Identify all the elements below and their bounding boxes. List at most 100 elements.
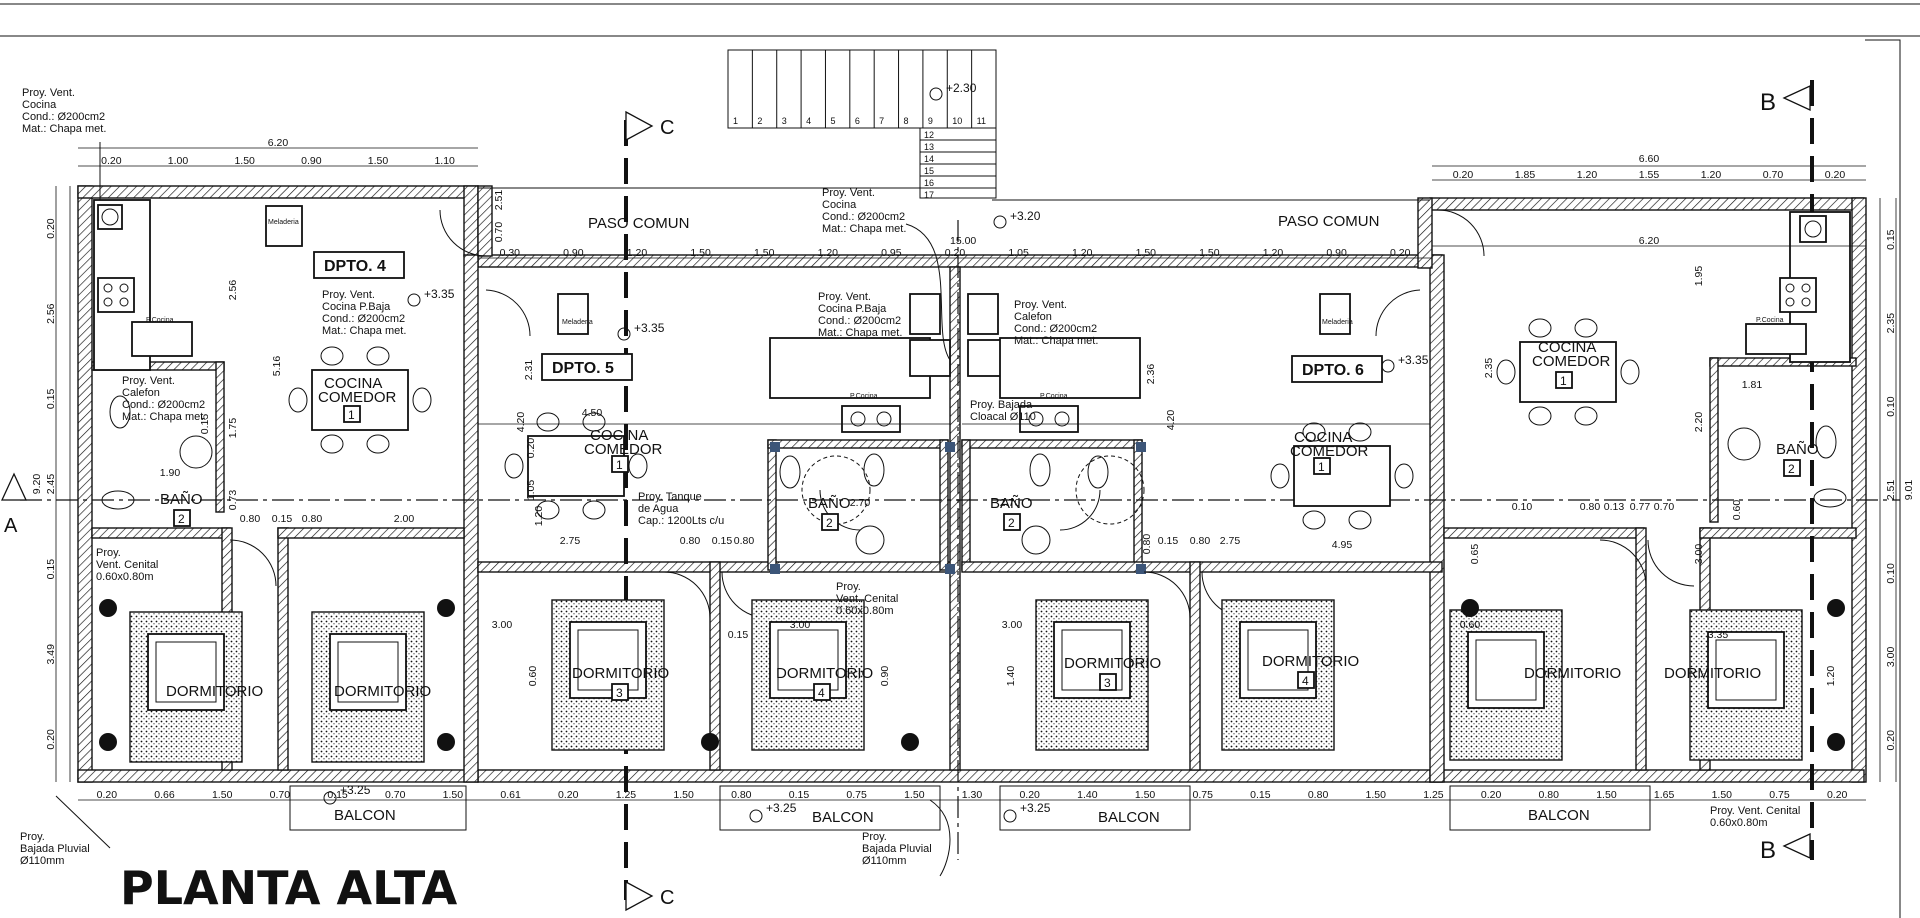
svg-text:+3.25: +3.25 — [1020, 801, 1051, 815]
beds — [99, 599, 1845, 763]
section-axes — [20, 80, 1900, 900]
svg-text:+3.25: +3.25 — [340, 783, 371, 797]
dimension-value: 1.20 — [1825, 666, 1837, 687]
chair-icon — [1528, 318, 1552, 338]
bed-cover-inner — [337, 641, 399, 703]
dimension-value: 0.80 — [1190, 535, 1211, 547]
svg-text:B: B — [1760, 89, 1776, 116]
svg-text:Meladeria: Meladeria — [562, 319, 593, 326]
dormitorio-label: DORMITORIO — [572, 665, 669, 682]
sheet-border — [0, 3, 1920, 918]
dimension-value: 0.70 — [385, 789, 406, 801]
dimension-value: 1.20 — [1577, 169, 1598, 181]
paso-comun-label: PASO COMUN — [1278, 213, 1379, 230]
lamp-icon — [99, 733, 117, 751]
svg-text:2: 2 — [1788, 462, 1795, 476]
dimension-value: 0.75 — [1192, 789, 1213, 801]
bed-cover-inner — [577, 629, 639, 691]
svg-text:4: 4 — [818, 686, 825, 700]
dimension-value: 0.70 — [270, 789, 291, 801]
dimension-value: 0.13 — [1604, 501, 1625, 513]
dimension-value: 3.00 — [1002, 619, 1023, 631]
dimension-value: 1.20 — [1701, 169, 1722, 181]
stair-step-number: 13 — [924, 142, 934, 152]
lamp-icon — [1827, 599, 1845, 617]
comedor-label: COMEDOR — [318, 389, 397, 406]
cocina-label: COCINA — [324, 375, 382, 392]
dimension-value: 0.15 — [45, 559, 57, 580]
dimension-value: 1.50 — [673, 789, 694, 801]
stair-step-number: 14 — [924, 154, 934, 164]
svg-text:4: 4 — [1302, 674, 1309, 688]
dimension-value: 1.50 — [1135, 789, 1156, 801]
dimension-value: 1.10 — [434, 155, 455, 167]
dimension-value: 0.73 — [227, 490, 239, 511]
dimension-value: 0.80 — [1539, 789, 1560, 801]
dimension-value: 1.65 — [1654, 789, 1675, 801]
bano-label: BAÑO — [1776, 441, 1819, 458]
dimension-value: 4.95 — [1332, 539, 1353, 551]
balcon-label: BALCON — [1098, 809, 1160, 826]
dimension-value: 2.70 — [1000, 497, 1021, 509]
dimension-value: 3.49 — [45, 644, 57, 665]
dimension-value: 0.75 — [846, 789, 867, 801]
svg-text:+3.25: +3.25 — [766, 801, 797, 815]
dimension-value: 1.20 — [1072, 247, 1093, 259]
dimension-value: 2.31 — [523, 360, 535, 381]
svg-text:Meladeria: Meladeria — [268, 219, 299, 226]
stair-step-number: 16 — [924, 178, 934, 188]
section-mark-b-bottom: B — [1760, 832, 1811, 864]
svg-text:P.Cocina: P.Cocina — [146, 317, 174, 324]
stair-step-number: 9 — [928, 116, 933, 126]
chair-icon — [366, 434, 390, 454]
bed-cover — [147, 633, 225, 711]
chair-icon — [582, 500, 606, 520]
chair-icon — [320, 346, 344, 366]
chair-icon — [1496, 359, 1516, 385]
svg-text:2: 2 — [1008, 516, 1015, 530]
stair-step-number: 1 — [733, 116, 738, 126]
room-labels: PASO COMUN PASO COMUN COCINA COMEDOR COC… — [146, 213, 1819, 826]
chair-icon — [1270, 463, 1290, 489]
dimension-value: 1.20 — [533, 506, 545, 527]
dimension-value: 0.10 — [1512, 501, 1533, 513]
dimension-value: 0.15 — [272, 513, 293, 525]
dimension-value: 0.60 — [1731, 500, 1743, 521]
svg-text:2: 2 — [178, 512, 185, 526]
dimension-value: 1.50 — [1712, 789, 1733, 801]
chair-icon — [1574, 318, 1598, 338]
section-mark-b-top: B — [1760, 84, 1811, 116]
dimension-value: 0.15 — [199, 414, 211, 435]
svg-text:2: 2 — [826, 516, 833, 530]
stair-step-number: 6 — [855, 116, 860, 126]
dimension-value: 2.75 — [560, 535, 581, 547]
balcon-label: BALCON — [334, 807, 396, 824]
dimension-value: 0.80 — [1308, 789, 1329, 801]
dimension-value: 0.80 — [1141, 534, 1153, 555]
stair-step-number: 2 — [757, 116, 762, 126]
bano-label: BAÑO — [160, 491, 203, 508]
lamp-icon — [901, 733, 919, 751]
dormitorio-label: DORMITORIO — [334, 683, 431, 700]
stair-step-number: 17 — [924, 190, 934, 200]
section-mark-a: A — [0, 472, 28, 537]
dimension-value: 1.50 — [212, 789, 233, 801]
chair-icon — [536, 412, 560, 432]
dimension-value: 6.20 — [268, 137, 289, 149]
dept-6-label: DPTO. 6 — [1302, 362, 1364, 379]
bed-cover — [1707, 631, 1785, 709]
dimension-value: 0.20 — [1019, 789, 1040, 801]
level-marks: +2.30 +3.20 15.00 +3.35 +3.35 +3.35 +3.2… — [323, 81, 1429, 823]
dimension-value: 0.90 — [1326, 247, 1347, 259]
dimension-value: 0.15 — [45, 388, 57, 409]
dimension-value: 1.55 — [1639, 169, 1660, 181]
dimension-value: 0.20 — [1453, 169, 1474, 181]
dimension-value: 2.51 — [1885, 480, 1897, 501]
dormitorio-label: DORMITORIO — [1524, 665, 1621, 682]
svg-text:+3.20: +3.20 — [1010, 209, 1041, 223]
dimension-value: 0.30 — [500, 247, 521, 259]
